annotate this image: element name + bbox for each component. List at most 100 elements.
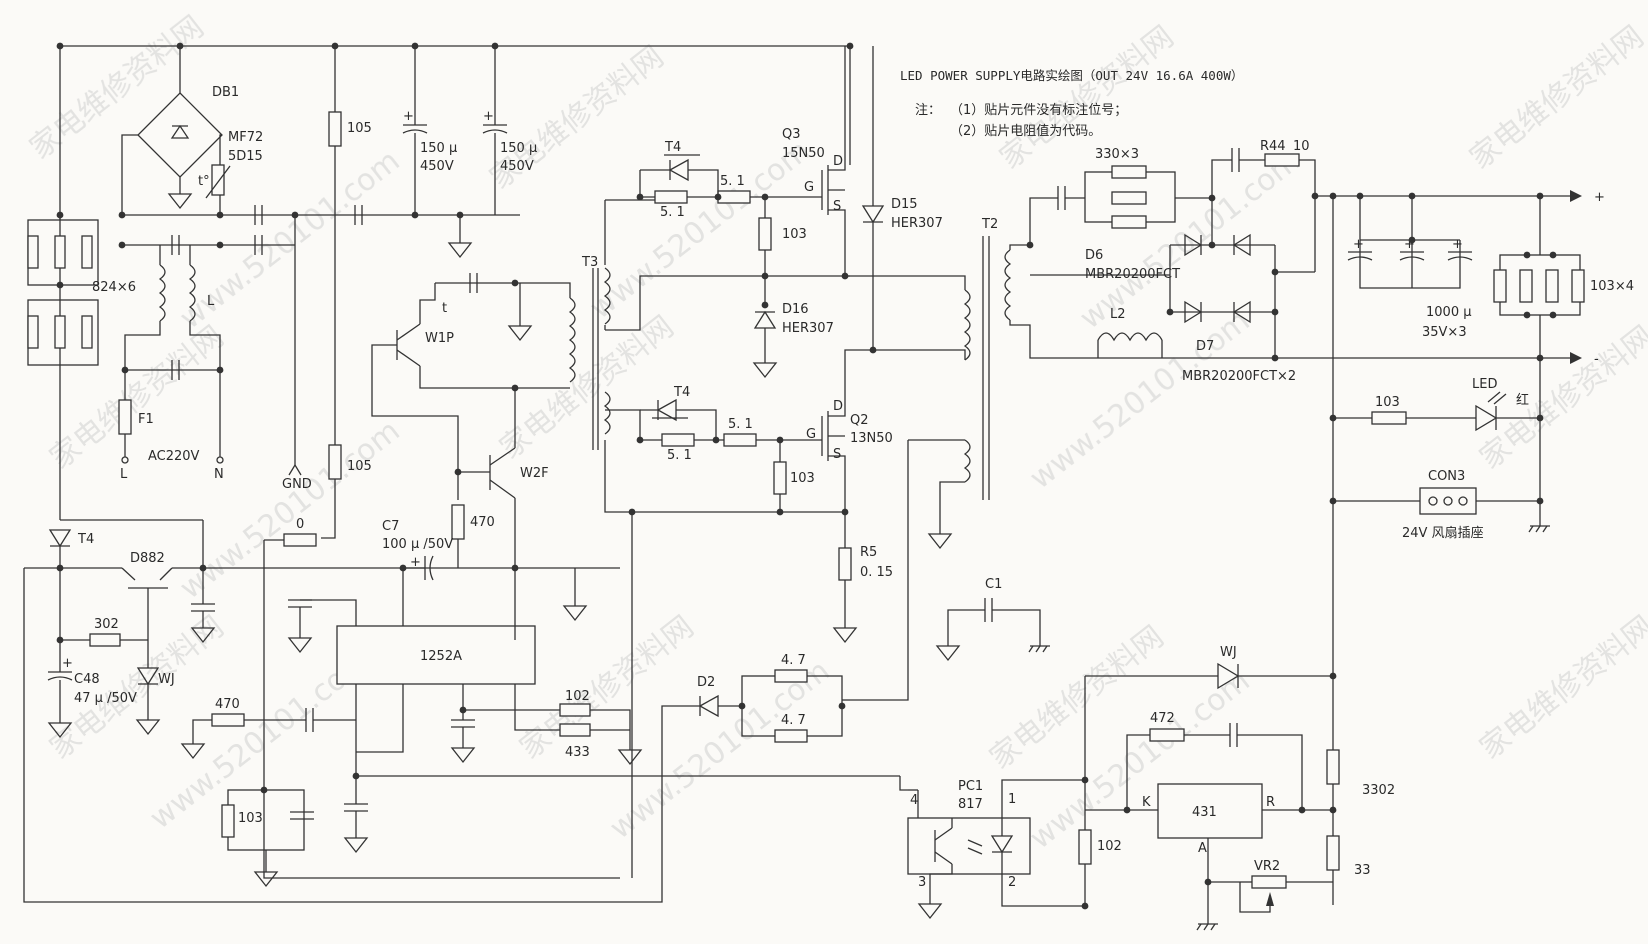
r3302-label: 3302 xyxy=(1362,783,1395,798)
d16-part: HER307 xyxy=(782,321,834,336)
l2-label: L2 xyxy=(1110,307,1126,322)
input-section: DB1 MF72 5D15 t° 824×6 L F1 AC220V L N G… xyxy=(27,42,854,539)
diagram-title: LED POWER SUPPLY电路实绘图（OUT 24V 16.6A 400W… xyxy=(900,68,1243,83)
r5-value: 0. 15 xyxy=(860,565,893,580)
q2-drain-label: D xyxy=(833,399,843,414)
cap-plus-icon: + xyxy=(403,109,414,124)
r44-label: R44 xyxy=(1260,139,1286,154)
cap-plus-icon: + xyxy=(1452,237,1463,252)
l-terminal: L xyxy=(120,467,128,482)
t4-upper-label: T4 xyxy=(664,140,681,155)
cap-plus-icon: + xyxy=(410,555,421,570)
cap2-value: 150 μ xyxy=(500,141,537,156)
r102-fb-label: 102 xyxy=(1097,839,1122,854)
r472-label: 472 xyxy=(1150,711,1175,726)
k-pin: K xyxy=(1142,795,1151,810)
r105-mid-label: 105 xyxy=(347,459,372,474)
ac-input-label: AC220V xyxy=(148,449,200,464)
r33-label: 33 xyxy=(1354,863,1371,878)
secondary-section: T2 330×3 R44 10 D6 MBR20200FCT L2 D7 MBR… xyxy=(981,139,1634,905)
common-mode-choke xyxy=(158,264,166,322)
svg-text:家电维修资料网: 家电维修资料网 xyxy=(43,609,230,766)
r102-label: 102 xyxy=(565,689,590,704)
svg-text:www.520101.com: www.520101.com xyxy=(1023,303,1256,496)
svg-text:家电维修资料网: 家电维修资料网 xyxy=(1463,19,1648,176)
d6-part: MBR20200FCT xyxy=(1085,267,1180,282)
svg-text:家电维修资料网: 家电维修资料网 xyxy=(23,9,210,166)
r47-lower-label: 4. 7 xyxy=(781,713,806,728)
svg-text:家电维修资料网: 家电维修资料网 xyxy=(513,609,700,766)
res-array-label: 824×6 xyxy=(92,280,136,295)
vr2-label: VR2 xyxy=(1254,859,1280,874)
thermistor-symbol: t° xyxy=(198,174,210,189)
cap-plus-icon: + xyxy=(483,109,494,124)
cap-plus-icon: + xyxy=(1353,237,1364,252)
r103-label: 103 xyxy=(238,811,263,826)
d2-label: D2 xyxy=(697,675,715,690)
out-plus: + xyxy=(1594,190,1605,205)
d15-part: HER307 xyxy=(891,216,943,231)
r302-label: 302 xyxy=(94,617,119,632)
r105-top-label: 105 xyxy=(347,121,372,136)
mf72-value: 5D15 xyxy=(228,149,263,164)
q2-label: Q2 xyxy=(850,413,869,428)
c48-value: 47 μ /50V xyxy=(74,691,137,706)
fuse-label: F1 xyxy=(138,412,154,427)
r51-upper-a: 5. 1 xyxy=(660,205,685,220)
r330-label: 330×3 xyxy=(1095,147,1139,162)
pin3-label: 3 xyxy=(918,875,926,890)
cap-plus-icon: + xyxy=(1404,237,1415,252)
r47-upper-label: 4. 7 xyxy=(781,653,806,668)
d15-label: D15 xyxy=(891,197,918,212)
pc1-label: PC1 xyxy=(958,779,983,794)
thermistor xyxy=(211,164,225,196)
r103-upper-label: 103 xyxy=(782,227,807,242)
r51-upper-b: 5. 1 xyxy=(720,174,745,189)
q3-drain-label: D xyxy=(833,154,843,169)
note-line-1: （1）贴片元件没有标注位号； xyxy=(950,103,1127,118)
fuse xyxy=(118,399,132,435)
tap-t-label: t xyxy=(442,301,447,316)
svg-text:www.520101.com: www.520101.com xyxy=(173,413,406,606)
optocoupler-pc1 xyxy=(907,817,1031,875)
primary-section: T3 T4 5. 1 5. 1 G D S Q3 15N50 103 D16 H… xyxy=(581,46,1051,878)
c7-label: C7 xyxy=(382,519,399,534)
cap-plus-icon: + xyxy=(62,656,73,671)
watermarks: 家电维修资料网 www.520101.com 家电维修资料网 www.52010… xyxy=(23,9,1648,856)
d7-label: D7 xyxy=(1196,339,1214,354)
r-pin: R xyxy=(1266,795,1275,810)
pin2-label: 2 xyxy=(1008,875,1016,890)
diode-t4 xyxy=(48,529,72,548)
q3-part: 15N50 xyxy=(782,146,825,161)
fan-label: 24V 风扇插座 xyxy=(1402,525,1484,541)
w1p-label: W1P xyxy=(425,331,454,346)
pc1-part: 817 xyxy=(958,797,983,812)
pin4-label: 4 xyxy=(910,793,918,808)
con3-label: CON3 xyxy=(1428,469,1465,484)
svg-text:家电维修资料网: 家电维修资料网 xyxy=(1473,609,1648,766)
c48-label: C48 xyxy=(74,672,100,687)
cap1-voltage: 450V xyxy=(420,159,454,174)
d7-part: MBR20200FCT×2 xyxy=(1182,369,1296,384)
tl431-ic xyxy=(1157,783,1263,839)
q2-gate-label: G xyxy=(806,427,816,442)
ic431-label: 431 xyxy=(1192,805,1217,820)
caps-rating: 35V×3 xyxy=(1422,325,1467,340)
db1-label: DB1 xyxy=(212,85,239,100)
r5-label: R5 xyxy=(860,545,877,560)
q2-part: 13N50 xyxy=(850,431,893,446)
r44-value: 10 xyxy=(1293,139,1310,154)
svg-text:家电维修资料网: 家电维修资料网 xyxy=(1473,319,1648,476)
t4-lower-label: T4 xyxy=(673,385,690,400)
choke-label: L xyxy=(207,294,215,309)
ic-1252a-label: 1252A xyxy=(420,649,462,664)
caps-value: 1000 μ xyxy=(1426,305,1472,320)
c1-label: C1 xyxy=(985,577,1002,592)
note-line-2: （2）贴片电阻值为代码。 xyxy=(950,123,1101,139)
r51-lower-b: 5. 1 xyxy=(728,417,753,432)
ic-1252a xyxy=(336,625,536,685)
r51-lower-a: 5. 1 xyxy=(667,448,692,463)
d6-label: D6 xyxy=(1085,248,1103,263)
zener-wj-label: WJ xyxy=(158,672,175,687)
